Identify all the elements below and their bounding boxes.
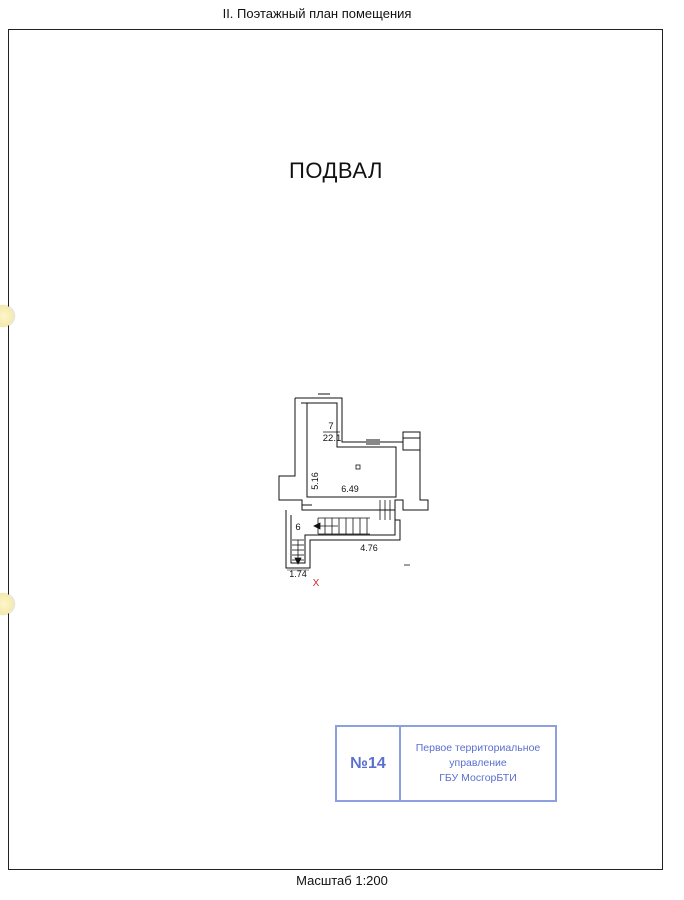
stamp-line-1: Первое территориальное [415,742,541,754]
page-frame [8,29,663,870]
page-header: II. Поэтажный план помещения [222,6,412,21]
stamp-text: Первое территориальное управление ГБУ Мо… [401,727,555,800]
bti-stamp: №14 Первое территориальное управление ГБ… [335,725,557,802]
binder-hole-top [0,305,14,327]
floor-title: ПОДВАЛ [289,158,383,183]
stamp-number: №14 [337,727,401,800]
stamp-line-2: управление [449,757,507,769]
scale-label: Масштаб 1:200 [296,873,388,888]
binder-hole-bottom [0,593,14,615]
stamp-line-3: ГБУ МосгорБТИ [439,772,517,784]
